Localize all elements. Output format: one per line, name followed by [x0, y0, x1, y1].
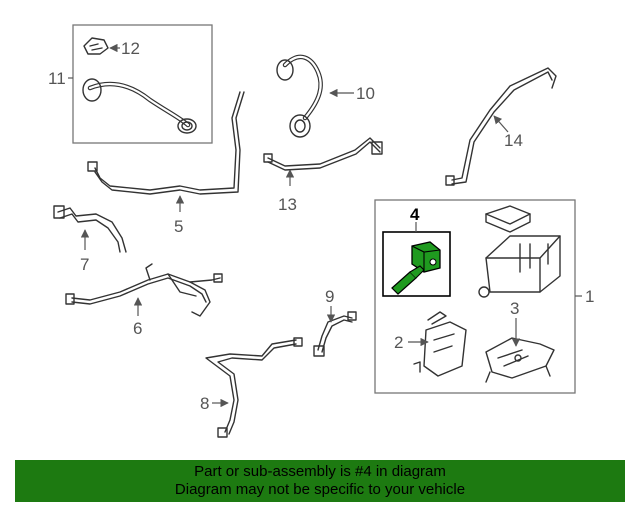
part-11-frame: [72, 24, 213, 144]
callout-12: 12: [121, 39, 140, 58]
banner-line-2: Diagram may not be specific to your vehi…: [174, 481, 466, 498]
banner-line-1: Part or sub-assembly is #4 in diagram: [194, 463, 446, 480]
part-3-bracket[interactable]: [485, 337, 555, 383]
part-9-tube[interactable]: [313, 311, 357, 357]
callout-1: 1: [585, 287, 594, 306]
part-5-tube[interactable]: [87, 91, 245, 195]
part-11-hose[interactable]: [82, 78, 197, 134]
part-10-hose[interactable]: [276, 54, 323, 138]
part-12-clip[interactable]: [83, 37, 109, 55]
callout-9: 9: [325, 287, 334, 306]
callout-10: 10: [356, 84, 375, 103]
callout-3: 3: [510, 299, 519, 318]
callout-14: 14: [504, 131, 523, 150]
callout-8: 8: [200, 394, 209, 413]
vehicle-fit-banner: Part or sub-assembly is #4 in diagram Di…: [15, 460, 625, 502]
callout-11: 11: [48, 69, 66, 88]
part-13-tube[interactable]: [263, 137, 383, 171]
callout-5: 5: [174, 217, 183, 236]
part-2-bracket[interactable]: [413, 311, 467, 377]
callout-13: 13: [278, 195, 297, 214]
part-8-tube[interactable]: [205, 337, 303, 438]
part-1-assembly[interactable]: 4 2 3: [374, 199, 576, 394]
callout-7: 7: [80, 255, 89, 274]
part-7-hose[interactable]: [53, 205, 127, 253]
callout-4: 4: [410, 205, 420, 224]
part-4-highlight[interactable]: [382, 231, 451, 297]
part-11-group[interactable]: [72, 24, 213, 144]
callout-6: 6: [133, 319, 142, 338]
part-4-valve[interactable]: [391, 241, 441, 295]
callout-2: 2: [394, 333, 403, 352]
part-14-tube[interactable]: [445, 67, 557, 186]
part-6-harness[interactable]: [65, 263, 223, 317]
part-1-canister[interactable]: [478, 205, 561, 298]
leader-14: [493, 115, 509, 133]
